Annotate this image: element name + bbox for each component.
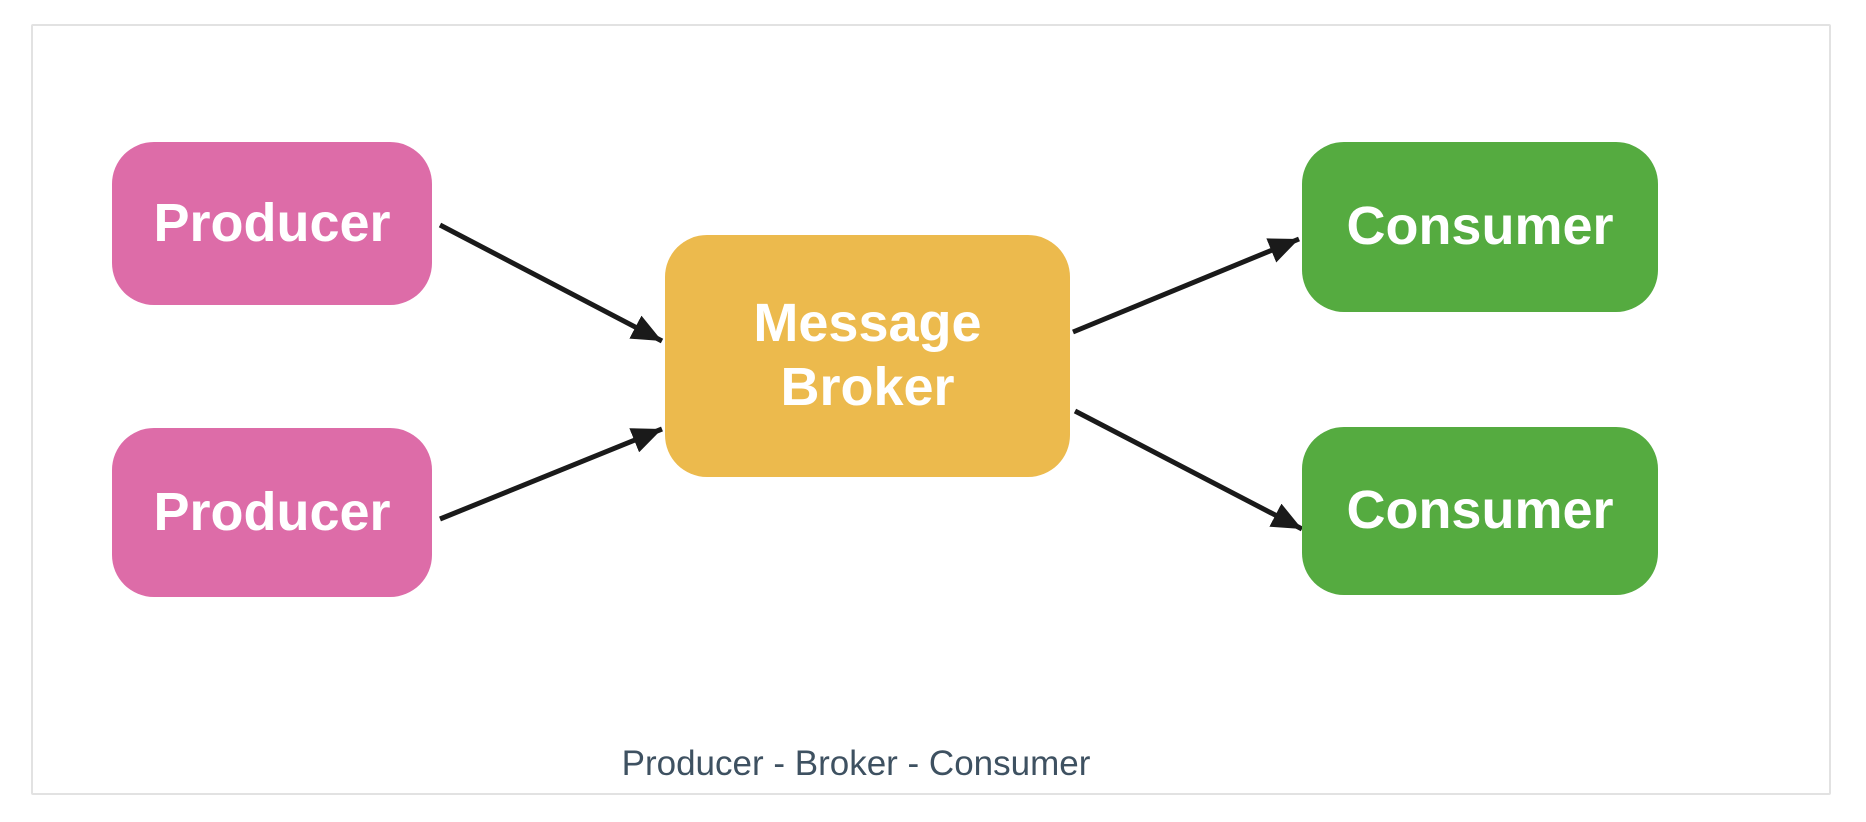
node-consumer-1-label: Consumer (1346, 196, 1614, 257)
node-consumer-2: Consumer (1302, 427, 1658, 595)
node-message-broker-label: Message Broker (753, 293, 982, 417)
node-consumer-1: Consumer (1302, 142, 1658, 312)
diagram-caption: Producer - Broker - Consumer (621, 744, 1091, 783)
node-producer-1: Producer (112, 142, 432, 305)
node-producer-1-label: Producer (153, 192, 391, 253)
node-producer-2: Producer (112, 428, 432, 597)
node-message-broker: Message Broker (665, 235, 1070, 477)
node-producer-2-label: Producer (153, 481, 391, 542)
node-consumer-2-label: Consumer (1346, 480, 1614, 541)
